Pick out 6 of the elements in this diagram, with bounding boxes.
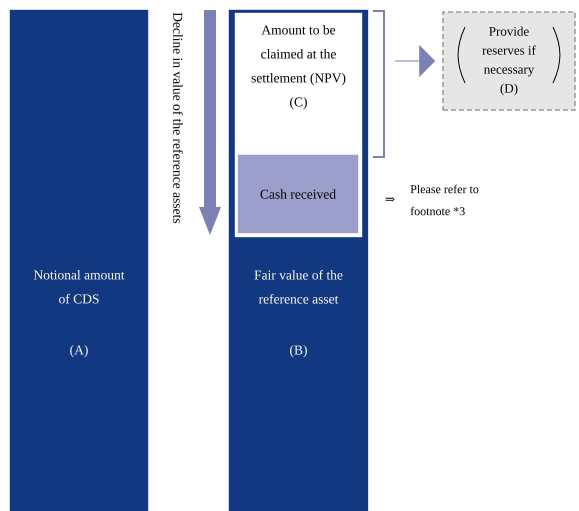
reserve-box: Provide reserves if necessary (D)	[442, 11, 576, 111]
implies-symbol: ⇒	[386, 196, 395, 202]
footnote-note: Please refer to footnote *3	[410, 184, 478, 216]
axis-label: Decline in value of the reference assets	[173, 12, 183, 224]
value-column: Notional amount of CDS (A)	[10, 10, 148, 511]
cash-box: Cash received	[238, 154, 358, 234]
